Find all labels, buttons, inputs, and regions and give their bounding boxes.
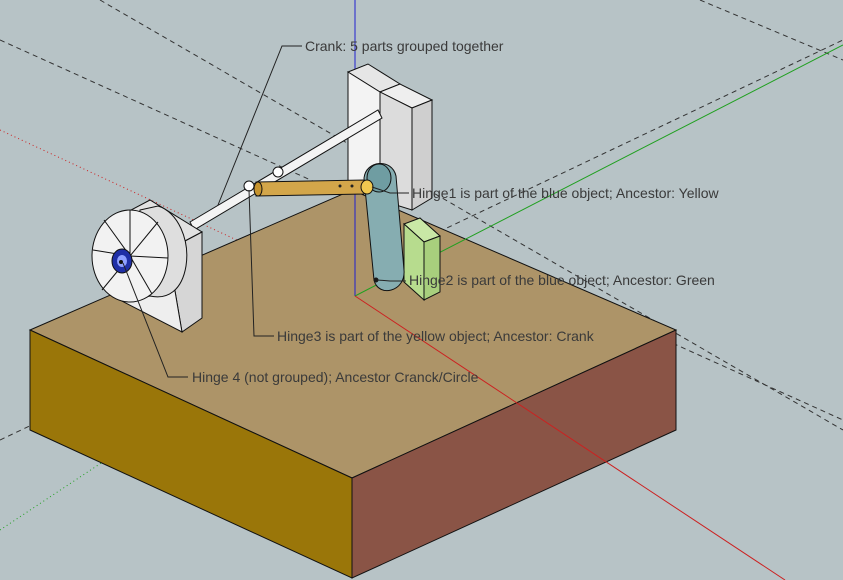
hinge1-annotation: Hinge1 is part of the blue object; Ances… [412, 185, 720, 201]
crank-leader [217, 45, 302, 206]
hinge1-leader [371, 186, 409, 194]
wheel-spoke [129, 255, 169, 259]
crank-collar [272, 166, 284, 178]
hinge2-annotation: Hinge2 is part of the blue object; Ances… [409, 272, 715, 288]
yellow-rod[interactable] [255, 179, 365, 197]
wheel-spoke [129, 255, 153, 295]
hinge4-leader [122, 262, 188, 378]
yellow-rod-hole [338, 184, 342, 188]
yellow-rod-end [253, 181, 263, 197]
hinge3-pin[interactable] [243, 180, 255, 192]
crank-annotation: Crank: 5 parts grouped together [305, 38, 504, 54]
support-block-side[interactable] [411, 99, 433, 211]
hinge4-annotation: Hinge 4 (not grouped); Ancestor Cranck/C… [192, 369, 479, 385]
hinge3-annotation: Hinge3 is part of the yellow object; Anc… [277, 328, 595, 344]
dashed-guide-line [99, 0, 843, 431]
hinge4-pin [119, 260, 123, 264]
wheel-spoke [129, 221, 159, 257]
hinge1-pin[interactable] [360, 179, 374, 195]
red-axis [354, 295, 786, 580]
base-board-front-right[interactable] [351, 329, 677, 579]
dashed-guide-line [699, 0, 843, 61]
yellow-rod-hole [350, 184, 354, 188]
hinge3-leader [248, 189, 274, 337]
hinge2-pin[interactable] [373, 277, 379, 283]
hinge2-leader [376, 279, 406, 282]
green-block-side[interactable] [423, 235, 441, 301]
